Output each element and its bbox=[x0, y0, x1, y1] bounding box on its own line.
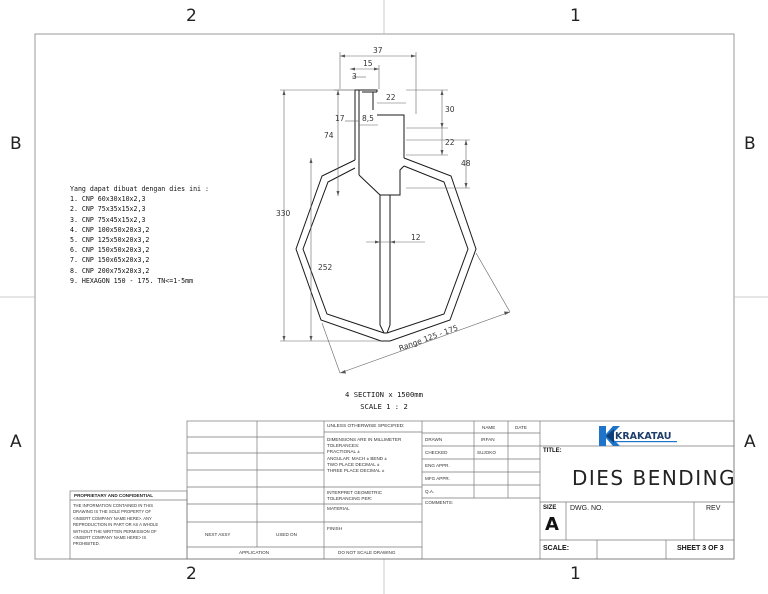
size-label: SIZE bbox=[543, 505, 557, 511]
notes-item: 8. CNP 200x75x20x3,2 bbox=[70, 266, 150, 275]
zone-label-top-left: 2 bbox=[186, 6, 197, 26]
dimension-lines bbox=[280, 52, 511, 374]
finish-label: FINISH bbox=[327, 526, 343, 531]
dim-15: 15 bbox=[363, 59, 373, 68]
dim-17: 17 bbox=[335, 114, 345, 123]
dim-30: 30 bbox=[445, 105, 455, 114]
notes-item: 2. CNP 75x35x15x2,3 bbox=[70, 205, 146, 214]
dim-8-5: 8,5 bbox=[362, 114, 374, 123]
row-label-checked: CHECKED bbox=[425, 450, 448, 455]
dimension-arrows bbox=[282, 54, 510, 374]
zone-label-left-top: B bbox=[10, 134, 22, 154]
notes-item: 5. CNP 125x50x20x3,2 bbox=[70, 236, 150, 245]
row-name-drawn: IRFAN bbox=[481, 437, 495, 442]
notes-item: 3. CNP 75x45x15x2,3 bbox=[70, 215, 146, 224]
scale-label: SCALE: bbox=[543, 545, 570, 552]
notes-item: 1. CNP 60x30x10x2,3 bbox=[70, 195, 146, 204]
interpret-geometric: INTERPRET GEOMETRIC TOLERANCING PER: bbox=[327, 490, 383, 501]
row-label-eng-appr: ENG APPR. bbox=[425, 463, 450, 468]
proprietary-title: PROPRIETARY AND CONFIDENTIAL bbox=[74, 493, 154, 498]
dim-37: 37 bbox=[373, 46, 383, 55]
application-label: APPLICATION bbox=[239, 550, 270, 555]
zone-label-right-top: B bbox=[744, 134, 756, 154]
material-label: MATERIAL bbox=[327, 506, 350, 511]
title-label: TITLE: bbox=[543, 448, 562, 454]
title-block-grid bbox=[69, 420, 735, 560]
dim-12: 12 bbox=[411, 233, 421, 242]
notes-item: 4. CNP 100x50x20x3,2 bbox=[70, 225, 150, 234]
zone-label-bottom-left: 2 bbox=[186, 564, 197, 584]
date-header: DATE bbox=[515, 425, 527, 430]
dim-74: 74 bbox=[324, 131, 334, 140]
product-notes: Yang dapat dibuat dengan dies ini : 1. C… bbox=[70, 184, 209, 286]
size-value: A bbox=[545, 514, 559, 535]
svg-text:KRAKATAU: KRAKATAU bbox=[615, 431, 672, 442]
proprietary-text: THE INFORMATION CONTAINED IN THIS DRAWIN… bbox=[73, 503, 159, 547]
dim-22-top: 22 bbox=[386, 93, 396, 102]
name-header: NAME bbox=[482, 425, 496, 430]
dwg-no-label: DWG. NO. bbox=[570, 505, 604, 512]
zone-label-top-right: 1 bbox=[570, 6, 581, 26]
used-on-label: USED ON bbox=[276, 532, 297, 537]
krakatau-logo: KRAKATAU bbox=[599, 426, 677, 446]
unless-specified: UNLESS OTHERWISE SPECIFIED: bbox=[327, 424, 405, 429]
die-profile bbox=[295, 89, 477, 342]
zone-label-left-bottom: A bbox=[10, 432, 22, 452]
do-not-scale-label: DO NOT SCALE DRAWING bbox=[338, 550, 396, 555]
row-label-drawn: DRAWN bbox=[425, 437, 443, 442]
dim-252: 252 bbox=[318, 263, 333, 272]
next-assy-label: NEXT ASSY bbox=[205, 532, 231, 537]
view-scale-label: SCALE 1 : 2 bbox=[360, 402, 408, 411]
rev-label: REV bbox=[706, 505, 721, 512]
sheet-number: SHEET 3 OF 3 bbox=[677, 545, 724, 552]
section-label: 4 SECTION x 1500mm bbox=[345, 390, 423, 399]
dim-330: 330 bbox=[276, 209, 291, 218]
row-label-comments: COMMENTS: bbox=[425, 500, 454, 505]
dim-22-right: 22 bbox=[445, 138, 455, 147]
notes-item: 6. CNP 150x50x20x3,2 bbox=[70, 246, 150, 255]
drawing-title: DIES BENDING bbox=[572, 466, 737, 490]
row-name-checked: SUJOKO bbox=[477, 450, 496, 455]
notes-item: 7. CNP 150x65x20x3,2 bbox=[70, 256, 150, 265]
dim-48: 48 bbox=[461, 159, 471, 168]
dimension-tolerances: DIMENSIONS ARE IN MILLIMETER TOLERANCES:… bbox=[327, 437, 402, 474]
notes-item: 9. HEXAGON 150 - 175. TN<=1-5mm bbox=[70, 276, 194, 285]
row-label-mfg-appr: MFG APPR. bbox=[425, 476, 451, 481]
zone-label-right-bottom: A bbox=[744, 432, 756, 452]
notes-title: Yang dapat dibuat dengan dies ini : bbox=[70, 185, 209, 193]
zone-label-bottom-right: 1 bbox=[570, 564, 581, 584]
dim-3: 3 bbox=[352, 72, 357, 81]
row-label-qa: Q.A. bbox=[425, 489, 435, 494]
